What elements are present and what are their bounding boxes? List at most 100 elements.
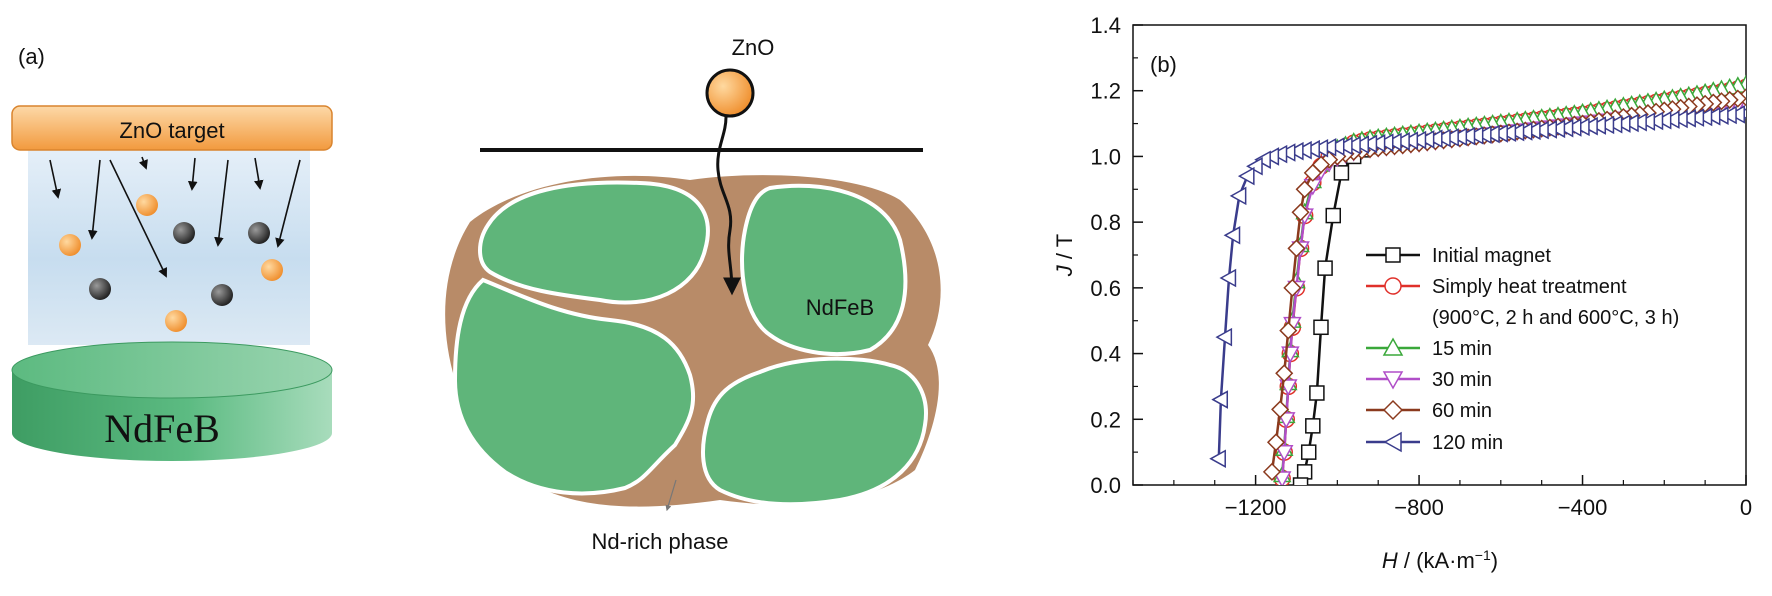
data-point <box>1296 464 1313 480</box>
x-axis-label: H / (kA·m−1) <box>1382 547 1498 573</box>
trajectory-arrow <box>275 159 301 248</box>
x-tick-label: −800 <box>1394 495 1444 520</box>
y-axis-unit: / T <box>1052 234 1077 265</box>
trajectory-arrow <box>49 159 62 199</box>
data-point <box>1266 433 1286 452</box>
zno-target <box>11 105 333 151</box>
dark-particle <box>173 222 195 244</box>
data-point <box>1283 278 1302 297</box>
data-point <box>1305 418 1321 434</box>
legend-item-60min: 60 min <box>1366 399 1492 422</box>
x-axis-var: H <box>1382 548 1398 573</box>
trajectory-arrow <box>88 159 101 240</box>
data-point <box>1597 115 1615 135</box>
x-tick-label: −1200 <box>1225 495 1287 520</box>
data-point <box>1279 321 1298 340</box>
data-point <box>1274 444 1294 462</box>
legend-initial-label: Initial magnet <box>1432 245 1551 267</box>
data-point <box>1303 139 1320 159</box>
dark-particle <box>248 222 270 244</box>
data-point <box>1540 120 1557 139</box>
data-point <box>1303 163 1322 182</box>
legend-30min-label: 30 min <box>1432 369 1492 391</box>
zno-particle <box>165 310 187 332</box>
y-tick-label: 0.8 <box>1090 210 1121 235</box>
data-point <box>1450 127 1468 146</box>
legend-marker-triangle-left <box>1383 431 1402 453</box>
data-point <box>1360 134 1378 154</box>
panel-a-label: (a) <box>18 44 45 69</box>
data-point <box>1417 130 1435 149</box>
data-point <box>1474 125 1492 145</box>
zno-ball <box>705 68 755 118</box>
data-point <box>1703 107 1721 126</box>
data-point <box>1319 137 1337 157</box>
data-point <box>1605 114 1623 134</box>
data-point <box>1581 116 1598 136</box>
data-point <box>1317 260 1333 276</box>
data-point <box>1662 110 1680 129</box>
data-point <box>1275 364 1294 383</box>
data-point <box>1434 128 1451 148</box>
zno-particle <box>59 234 81 256</box>
data-point <box>1385 132 1402 152</box>
zno-particle <box>261 259 283 281</box>
grain <box>701 356 928 507</box>
trajectory-arrow <box>187 157 198 191</box>
phase-label: Nd-rich phase <box>592 529 729 554</box>
legend-item-30min: 30 min <box>1366 369 1492 391</box>
data-point <box>1679 109 1696 128</box>
data-point <box>1523 121 1541 141</box>
y-tick-label: 0.0 <box>1090 473 1121 498</box>
legend-marker-triangle-down <box>1382 371 1404 390</box>
y-axis-ticks: 0.00.20.40.60.81.01.21.4 <box>1090 13 1143 498</box>
x-tick-label: 0 <box>1740 495 1752 520</box>
grain-diffusion-diagram: ZnO NdFeB Nd-rich phase <box>445 35 941 554</box>
data-point <box>1671 109 1688 129</box>
legend-120min-label: 120 min <box>1432 432 1503 454</box>
data-point <box>1262 147 1280 166</box>
diffusion-path-arrow <box>716 116 741 296</box>
data-point <box>1630 112 1647 132</box>
legend-simply-detail: (900°C, 2 h and 600°C, 3 h) <box>1432 307 1679 329</box>
data-point <box>1376 133 1394 152</box>
data-point <box>1291 203 1310 222</box>
zno-particle <box>136 194 158 216</box>
data-point <box>1309 385 1325 401</box>
legend-item-simply: Simply heat treatment (900°C, 2 h and 60… <box>1366 276 1679 329</box>
y-axis-var: J <box>1052 264 1077 277</box>
data-point <box>1466 126 1484 145</box>
x-axis-close: ) <box>1491 548 1498 573</box>
legend-item-120min: 120 min <box>1366 431 1503 454</box>
data-point <box>1219 268 1237 288</box>
zno-target-label: ZnO target <box>119 118 224 143</box>
trajectory-arrow <box>109 159 167 278</box>
data-point <box>1622 113 1639 133</box>
data-point <box>1425 129 1443 148</box>
legend-marker-triangle-up <box>1382 337 1404 356</box>
data-point <box>1401 131 1419 150</box>
data-point <box>1393 132 1410 151</box>
data-point <box>1271 400 1290 419</box>
legend-15min-label: 15 min <box>1432 338 1492 360</box>
legend-marker-circle <box>1384 277 1402 295</box>
data-point <box>1327 137 1345 156</box>
series-layer <box>1209 74 1746 485</box>
data-point <box>1300 444 1317 460</box>
data-point <box>1589 116 1607 135</box>
data-point <box>1728 105 1745 124</box>
dark-particle <box>89 278 111 300</box>
y-tick-label: 1.0 <box>1090 144 1121 169</box>
grain <box>452 277 696 496</box>
data-point <box>1695 107 1713 127</box>
data-point <box>1279 379 1298 396</box>
grain-label: NdFeB <box>806 295 874 320</box>
data-point <box>1311 138 1329 158</box>
data-point <box>1223 226 1241 245</box>
y-axis-label: J / T <box>1052 234 1077 277</box>
data-point <box>1211 390 1229 409</box>
data-point <box>1613 114 1631 133</box>
x-axis-exp: −1 <box>1475 547 1491 563</box>
data-point <box>1325 207 1341 224</box>
